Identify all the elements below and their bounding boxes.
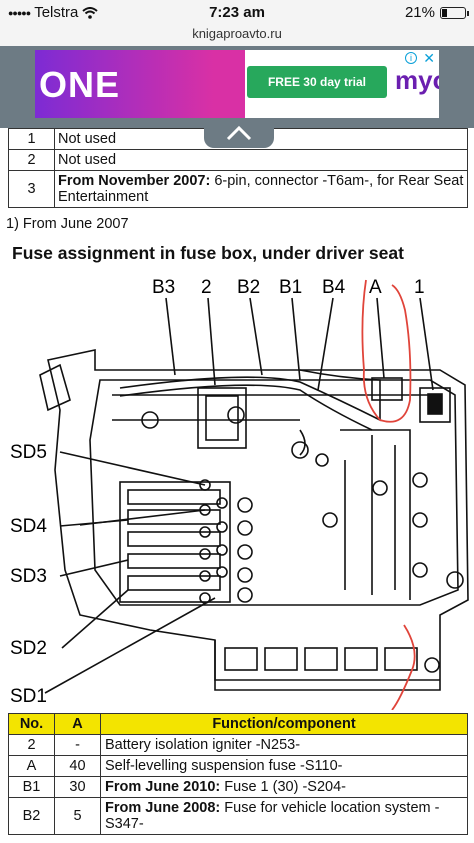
wifi-icon	[82, 6, 99, 19]
cell-function: From June 2008: Fuse for vehicle locatio…	[100, 797, 468, 835]
close-icon[interactable]: ✕	[423, 50, 435, 66]
cell-no: 2	[8, 734, 55, 756]
row-text: Not used	[54, 149, 468, 171]
cell-function-bold: From June 2008:	[105, 800, 221, 816]
row-number: 1	[8, 128, 55, 150]
cell-function: Battery isolation igniter -N253-	[100, 734, 468, 756]
cell-amp: 30	[54, 776, 101, 798]
battery-fill	[442, 8, 448, 17]
red-annotation	[361, 279, 416, 710]
ad-brand-block[interactable]: ONE	[35, 50, 245, 118]
cell-no: B1	[8, 776, 55, 798]
ad-creative[interactable]: ONE FREE 30 day trial myob i ✕	[35, 50, 439, 118]
table-row: 2 Not used	[8, 149, 468, 171]
cell-function-text: Battery isolation igniter -N253-	[105, 737, 301, 753]
table-row: B1 30 From June 2010: Fuse 1 (30) -S204-	[8, 776, 468, 798]
chevron-up-icon	[226, 125, 252, 141]
fuse-box-drawing	[39, 297, 469, 694]
signal-icon: ●●●●●	[8, 7, 31, 18]
cell-function-text: Self-levelling suspension fuse -S110-	[105, 758, 343, 774]
status-bar: ●●●●● Telstra 7:23 am 21%	[0, 0, 474, 26]
label-b3: B3	[152, 277, 175, 298]
column-header-no: No.	[8, 713, 55, 735]
row-number: 2	[8, 149, 55, 171]
ad-banner: ONE FREE 30 day trial myob i ✕	[0, 46, 474, 128]
url-bar[interactable]: knigaproavto.ru	[0, 26, 474, 46]
table-row: 3 From November 2007: 6-pin, connector -…	[8, 170, 468, 208]
cell-no: A	[8, 755, 55, 777]
fuse-stack	[119, 481, 231, 603]
battery-icon	[440, 6, 469, 19]
label-b2: B2	[237, 277, 260, 298]
table-row: A 40 Self-levelling suspension fuse -S11…	[8, 755, 468, 777]
row-text-value: Not used	[58, 131, 117, 147]
clock: 7:23 am	[209, 4, 265, 21]
ad-brand-text: ONE	[39, 64, 121, 105]
fuse-box-diagram: B3 2 B2 B1 B4 A 1 SD5 SD4 SD3 SD2 SD1	[10, 277, 469, 710]
top-table: 1 Not used 2 Not used 3 From November 20…	[8, 128, 468, 208]
footnote: 1) From June 2007	[6, 216, 129, 232]
fuse-table: No. A Function/component 2 - Battery iso…	[8, 713, 468, 835]
status-left: ●●●●● Telstra	[8, 4, 99, 21]
carrier-label: Telstra	[34, 4, 79, 21]
label-sd2: SD2	[10, 638, 47, 659]
label-sd1: SD1	[10, 686, 47, 707]
section-heading: Fuse assignment in fuse box, under drive…	[12, 243, 404, 263]
label-sd3: SD3	[10, 566, 47, 587]
status-right: 21%	[404, 4, 469, 21]
row-text: From November 2007: 6-pin, connector -T6…	[54, 170, 468, 208]
row-number: 3	[8, 170, 55, 208]
label-sd4: SD4	[10, 516, 47, 537]
collapse-ad-button[interactable]	[204, 122, 274, 148]
label-sd5: SD5	[10, 442, 47, 463]
table-row: 2 - Battery isolation igniter -N253-	[8, 734, 468, 756]
battery-percent: 21%	[404, 4, 435, 21]
info-icon[interactable]: i	[405, 52, 417, 64]
cell-function-text: Fuse 1 (30) -S204-	[220, 779, 346, 795]
column-header-a: A	[54, 713, 101, 735]
cell-amp: -	[54, 734, 101, 756]
cell-no: B2	[8, 797, 55, 835]
label-b1: B1	[279, 277, 302, 298]
table-header-row: No. A Function/component	[8, 713, 468, 735]
cell-function: Self-levelling suspension fuse -S110-	[100, 755, 468, 777]
cell-function: From June 2010: Fuse 1 (30) -S204-	[100, 776, 468, 798]
ad-cta-button[interactable]: FREE 30 day trial	[247, 66, 387, 98]
row-text-value: Not used	[58, 152, 117, 168]
ad-logo[interactable]: myob	[395, 65, 439, 95]
cell-function-text: Fuse for vehicle location system -S347-	[105, 800, 440, 832]
row-text-value: 6-pin, connector -T6am-, for Rear Seat E…	[58, 173, 464, 205]
cell-amp: 40	[54, 755, 101, 777]
row-text-bold: From November 2007:	[58, 173, 211, 189]
cell-function-bold: From June 2010:	[105, 779, 221, 795]
label-1: 1	[414, 277, 425, 298]
column-header-function: Function/component	[100, 713, 468, 735]
label-a: A	[369, 277, 382, 298]
table-row: B2 5 From June 2008: Fuse for vehicle lo…	[8, 797, 468, 835]
label-b4: B4	[322, 277, 346, 298]
cell-amp: 5	[54, 797, 101, 835]
label-2: 2	[201, 277, 212, 298]
